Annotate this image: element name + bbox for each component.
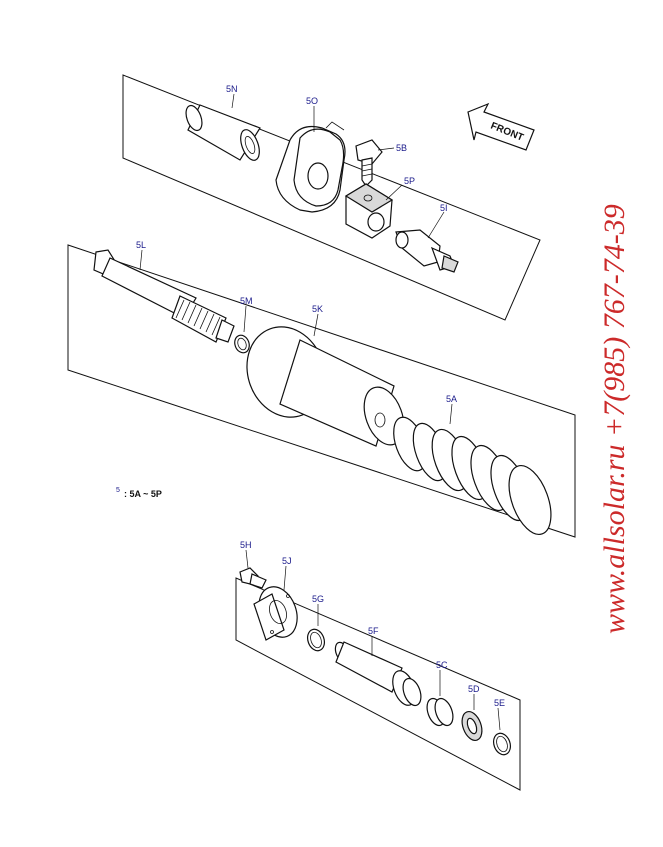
front-arrow: FRONT: [467, 102, 535, 151]
part-5O-bracket: [275, 121, 346, 213]
label-5L: 5L: [136, 240, 146, 250]
label-5N: 5N: [226, 84, 238, 94]
part-5H-bolt: [239, 567, 267, 589]
assembly-note: 5 : 5A ~ 5P: [116, 487, 162, 499]
part-5E-snap-ring: [492, 732, 512, 756]
part-5N-bushing: [185, 104, 261, 161]
frame-lower-group: [235, 577, 521, 791]
label-5J: 5J: [282, 556, 292, 566]
label-5F: 5F: [368, 626, 379, 636]
watermark-text: www.allsolar.ru +7(985) 767-74-39: [598, 204, 631, 634]
part-5D-seal: [461, 710, 483, 742]
frame-middle-group: [67, 244, 576, 538]
frame-upper-group: [122, 74, 541, 321]
label-5G: 5G: [312, 594, 324, 604]
part-5K-piston: [246, 326, 405, 447]
part-5G-o-ring: [306, 628, 326, 652]
part-5A-spring: [393, 416, 552, 535]
label-5D: 5D: [468, 684, 480, 694]
part-5B-bolt: [355, 139, 383, 187]
label-5I: 5I: [440, 203, 448, 213]
label-5K: 5K: [312, 304, 323, 314]
label-5C: 5C: [436, 660, 448, 670]
label-5E: 5E: [494, 698, 505, 708]
part-5M-o-ring: [234, 334, 250, 354]
part-5F-shaft: [334, 641, 422, 707]
label-5H: 5H: [240, 540, 252, 550]
label-5M: 5M: [240, 296, 253, 306]
assembly-note-text: : 5A ~ 5P: [124, 489, 162, 499]
label-5O: 5O: [306, 96, 318, 106]
label-5A: 5A: [446, 394, 457, 404]
part-5C-bushing: [426, 697, 454, 727]
assembly-note-ref: 5: [116, 487, 120, 494]
part-5L-threaded-rod: [93, 249, 235, 343]
label-5P: 5P: [404, 176, 415, 186]
part-5P-hex-block: [344, 183, 394, 239]
part-5J-flange: [253, 586, 298, 641]
label-5B: 5B: [396, 143, 407, 153]
part-5I-grease-valve: [395, 229, 459, 273]
leader-lines: [139, 93, 501, 731]
